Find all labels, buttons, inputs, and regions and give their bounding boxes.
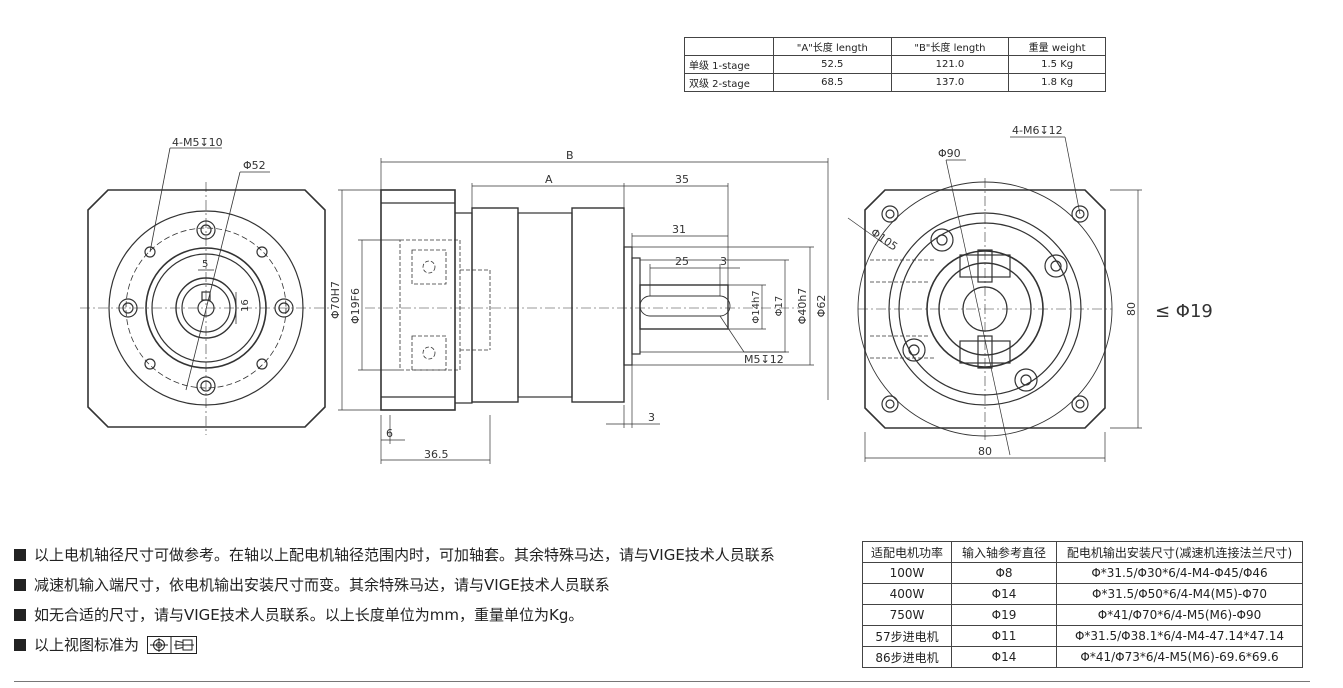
spec-cell: 137.0 bbox=[890, 73, 1010, 92]
spec-header-a: "A"长度 length bbox=[773, 37, 892, 56]
table-row: 100W Φ8 Φ*31.5/Φ30*6/4-M4-Φ45/Φ46 bbox=[862, 562, 1303, 584]
note-item: 减速机输入端尺寸，依电机输出安装尺寸而变。其余特殊马达，请与VIGE技术人员联系 bbox=[14, 570, 775, 600]
table-row: 750W Φ19 Φ*41/Φ70*6/4-M5(M6)-Φ90 bbox=[862, 604, 1303, 626]
dim-a-label: A bbox=[545, 173, 553, 186]
dim-25-label: 25 bbox=[675, 255, 689, 268]
spec-cell: 1.8 Kg bbox=[1008, 73, 1106, 92]
motor-cell: Φ*41/Φ70*6/4-M5(M6)-Φ90 bbox=[1056, 604, 1303, 626]
motor-header-row: 适配电机功率 输入轴参考直径 配电机输出安装尺寸(减速机连接法兰尺寸) bbox=[862, 541, 1303, 563]
table-row: 双级 2-stage 68.5 137.0 1.8 Kg bbox=[684, 73, 1106, 92]
table-row: 单级 1-stage 52.5 121.0 1.5 Kg bbox=[684, 55, 1106, 74]
motor-cell: 57步进电机 bbox=[862, 625, 952, 647]
table-row: 400W Φ14 Φ*31.5/Φ50*6/4-M4(M5)-Φ70 bbox=[862, 583, 1303, 605]
dim-31-label: 31 bbox=[672, 223, 686, 236]
motor-cell: 86步进电机 bbox=[862, 646, 952, 668]
motor-cell: Φ19 bbox=[951, 604, 1057, 626]
dim-80-horizontal-label: 80 bbox=[978, 445, 992, 458]
dim-3-top-label: 3 bbox=[720, 255, 727, 268]
motor-cell: Φ14 bbox=[951, 583, 1057, 605]
projection-symbol-icon bbox=[147, 636, 198, 654]
motor-cell: Φ*31.5/Φ50*6/4-M4(M5)-Φ70 bbox=[1056, 583, 1303, 605]
dim-80-vertical-label: 80 bbox=[1125, 302, 1138, 316]
bottom-divider bbox=[14, 681, 1310, 682]
dim-36-5-label: 36.5 bbox=[424, 448, 449, 461]
motor-cell: 400W bbox=[862, 583, 952, 605]
motor-cell: Φ11 bbox=[951, 625, 1057, 647]
spec-header-weight: 重量 weight bbox=[1008, 37, 1106, 56]
rear-pcd-label: Φ90 bbox=[938, 147, 961, 160]
front-shaft-height-label: 16 bbox=[240, 299, 251, 312]
front-key-label: 5 bbox=[202, 259, 208, 270]
motor-cell: Φ8 bbox=[951, 562, 1057, 584]
bullet-square-icon bbox=[14, 639, 26, 651]
table-row: 86步进电机 Φ14 Φ*41/Φ73*6/4-M5(M6)-69.6*69.6 bbox=[862, 646, 1303, 668]
dim-phi62-label: Φ62 bbox=[815, 295, 828, 318]
spec-header-row: "A"长度 length "B"长度 length 重量 weight bbox=[684, 37, 1106, 56]
dim-phi19-label: Φ19F6 bbox=[349, 288, 362, 324]
motor-header-shaft: 输入轴参考直径 bbox=[951, 541, 1057, 563]
dim-phi70-label: Φ70H7 bbox=[329, 281, 342, 319]
dim-phi17-label: Φ17 bbox=[774, 296, 785, 317]
spec-cell: 单级 1-stage bbox=[684, 55, 774, 74]
bullet-square-icon bbox=[14, 579, 26, 591]
technical-drawing: 4-M5↧10 Φ52 5 16 B A 35 31 25 3 3 6 36.5… bbox=[80, 124, 1213, 464]
dim-35-label: 35 bbox=[675, 173, 689, 186]
motor-table: 适配电机功率 输入轴参考直径 配电机输出安装尺寸(减速机连接法兰尺寸) 100W… bbox=[862, 541, 1303, 668]
dim-6-label: 6 bbox=[386, 427, 393, 440]
spec-cell: 68.5 bbox=[773, 73, 892, 92]
note-item: 以上电机轴径尺寸可做参考。在轴以上配电机轴径范围内时，可加轴套。其余特殊马达，请… bbox=[14, 540, 775, 570]
front-view bbox=[80, 147, 332, 435]
front-holes-label: 4-M5↧10 bbox=[172, 136, 223, 149]
motor-cell: 100W bbox=[862, 562, 952, 584]
side-view bbox=[338, 158, 829, 464]
motor-cell: Φ*31.5/Φ38.1*6/4-M4-47.14*47.14 bbox=[1056, 625, 1303, 647]
spec-table: "A"长度 length "B"长度 length 重量 weight 单级 1… bbox=[684, 37, 1106, 92]
motor-cell: Φ*31.5/Φ30*6/4-M4-Φ45/Φ46 bbox=[1056, 562, 1303, 584]
bullet-square-icon bbox=[14, 549, 26, 561]
motor-cell: 750W bbox=[862, 604, 952, 626]
front-pcd-label: Φ52 bbox=[243, 159, 266, 172]
note-text: 以上电机轴径尺寸可做参考。在轴以上配电机轴径范围内时，可加轴套。其余特殊马达，请… bbox=[34, 546, 775, 564]
motor-header-flange: 配电机输出安装尺寸(减速机连接法兰尺寸) bbox=[1056, 541, 1303, 563]
spec-cell: 双级 2-stage bbox=[684, 73, 774, 92]
rear-view bbox=[847, 136, 1142, 462]
spec-header-blank bbox=[684, 37, 774, 56]
motor-cell: Φ14 bbox=[951, 646, 1057, 668]
dim-phi14-label: Φ14h7 bbox=[751, 290, 762, 323]
motor-cell: Φ*41/Φ73*6/4-M5(M6)-69.6*69.6 bbox=[1056, 646, 1303, 668]
note-text: 减速机输入端尺寸，依电机输出安装尺寸而变。其余特殊马达，请与VIGE技术人员联系 bbox=[34, 576, 610, 594]
spec-header-b: "B"长度 length bbox=[890, 37, 1010, 56]
dim-3-bottom-label: 3 bbox=[648, 411, 655, 424]
motor-header-power: 适配电机功率 bbox=[862, 541, 952, 563]
note-item: 以上视图标准为 bbox=[14, 630, 775, 660]
note-text: 以上视图标准为 bbox=[34, 636, 140, 654]
notes-list: 以上电机轴径尺寸可做参考。在轴以上配电机轴径范围内时，可加轴套。其余特殊马达，请… bbox=[14, 540, 775, 660]
table-row: 57步进电机 Φ11 Φ*31.5/Φ38.1*6/4-M4-47.14*47.… bbox=[862, 625, 1303, 647]
shaft-limit-label: ≤ Φ19 bbox=[1155, 301, 1213, 322]
dim-b-label: B bbox=[566, 149, 574, 162]
spec-cell: 121.0 bbox=[890, 55, 1010, 74]
spec-cell: 52.5 bbox=[773, 55, 892, 74]
bullet-square-icon bbox=[14, 609, 26, 621]
spec-cell: 1.5 Kg bbox=[1008, 55, 1106, 74]
note-text: 如无合适的尺寸，请与VIGE技术人员联系。以上长度单位为mm，重量单位为Kg。 bbox=[34, 606, 584, 624]
note-item: 如无合适的尺寸，请与VIGE技术人员联系。以上长度单位为mm，重量单位为Kg。 bbox=[14, 600, 775, 630]
dim-m5-label: M5↧12 bbox=[744, 353, 784, 366]
rear-holes-label: 4-M6↧12 bbox=[1012, 124, 1063, 137]
dim-phi40-label: Φ40h7 bbox=[796, 288, 809, 325]
